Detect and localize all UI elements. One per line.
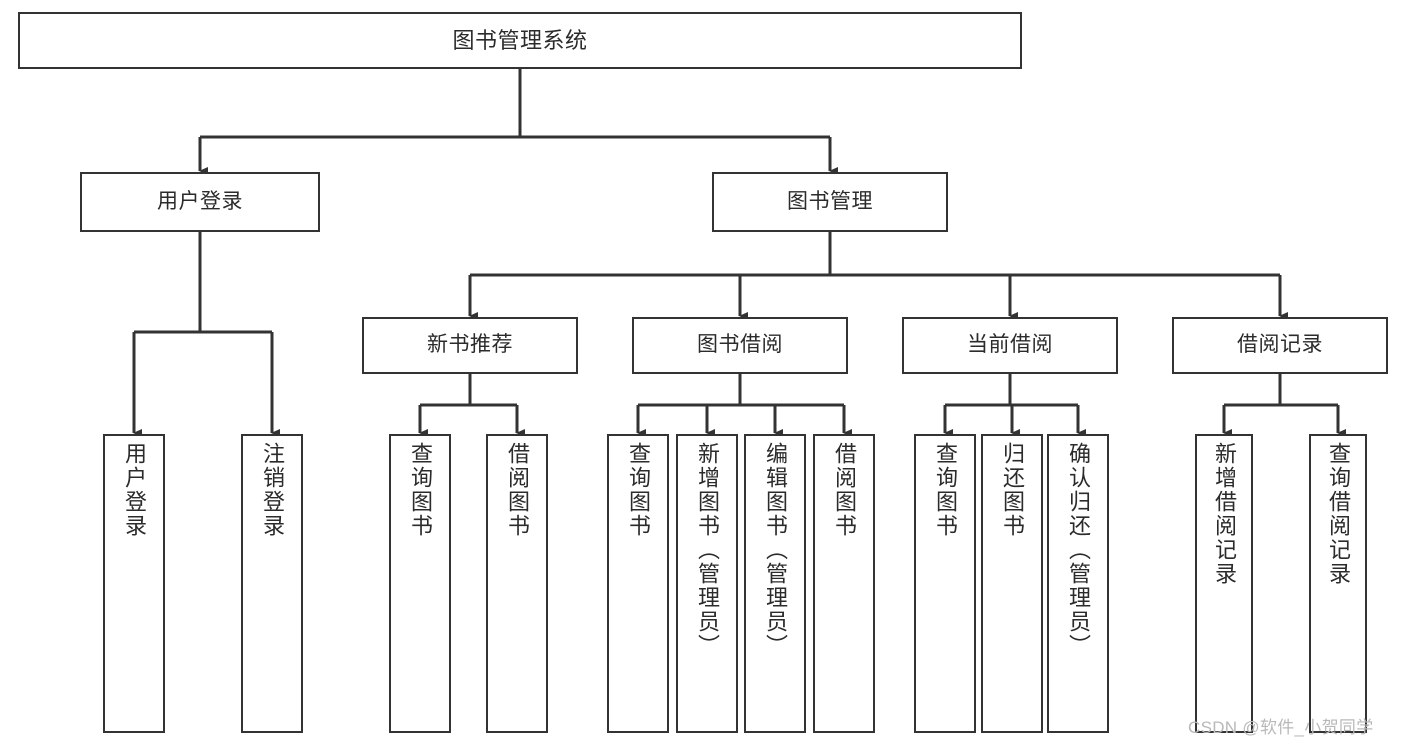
node-label: 查询图书 — [408, 442, 433, 538]
watermark-text: CSDN @软件_小贺同学 — [1188, 718, 1374, 737]
node-label: 查询图书 — [626, 442, 651, 538]
node-leaf_9[interactable]: 归还图书 — [981, 434, 1043, 733]
node-label: 归还图书 — [1000, 442, 1025, 538]
node-leaf_0[interactable]: 用户登录 — [103, 434, 165, 733]
node-l3_3[interactable]: 借阅记录 — [1172, 317, 1388, 374]
node-leaf_4[interactable]: 查询图书 — [607, 434, 669, 733]
node-label: 注销登录 — [260, 442, 285, 538]
node-label: 用户登录 — [122, 442, 147, 538]
node-l3_1[interactable]: 图书借阅 — [632, 317, 848, 374]
node-leaf_11[interactable]: 新增借阅记录 — [1195, 434, 1253, 733]
node-leaf_8[interactable]: 查询图书 — [914, 434, 976, 733]
node-label: 图书借阅 — [697, 333, 783, 357]
node-l2_0[interactable]: 用户登录 — [80, 172, 320, 232]
node-leaf_6[interactable]: 编辑图书（管理员） — [744, 434, 806, 733]
node-leaf_5[interactable]: 新增图书（管理员） — [676, 434, 738, 733]
node-label: 借阅图书 — [505, 442, 530, 538]
node-label: 用户登录 — [157, 189, 243, 213]
node-l3_2[interactable]: 当前借阅 — [902, 317, 1118, 374]
node-l2_1[interactable]: 图书管理 — [712, 172, 948, 232]
node-label: 新增图书（管理员） — [695, 442, 720, 658]
node-label: 查询借阅记录 — [1326, 442, 1351, 586]
node-l3_0[interactable]: 新书推荐 — [362, 317, 578, 374]
node-label: 新增借阅记录 — [1212, 442, 1237, 586]
node-label: 查询图书 — [933, 442, 958, 538]
node-label: 当前借阅 — [967, 333, 1053, 357]
node-label: 借阅图书 — [832, 442, 857, 538]
node-leaf_10[interactable]: 确认归还（管理员） — [1047, 434, 1109, 733]
node-leaf_1[interactable]: 注销登录 — [241, 434, 303, 733]
node-leaf_3[interactable]: 借阅图书 — [486, 434, 548, 733]
node-leaf_7[interactable]: 借阅图书 — [813, 434, 875, 733]
node-label: 新书推荐 — [427, 333, 513, 357]
node-label: 图书管理 — [787, 189, 873, 213]
node-leaf_12[interactable]: 查询借阅记录 — [1309, 434, 1367, 733]
edge-group — [132, 69, 1346, 437]
node-label: 编辑图书（管理员） — [763, 442, 788, 658]
node-label: 借阅记录 — [1237, 333, 1323, 357]
node-label: 图书管理系统 — [452, 27, 588, 53]
node-label: 确认归还（管理员） — [1066, 442, 1091, 658]
node-root[interactable]: 图书管理系统 — [18, 12, 1022, 69]
node-leaf_2[interactable]: 查询图书 — [389, 434, 451, 733]
